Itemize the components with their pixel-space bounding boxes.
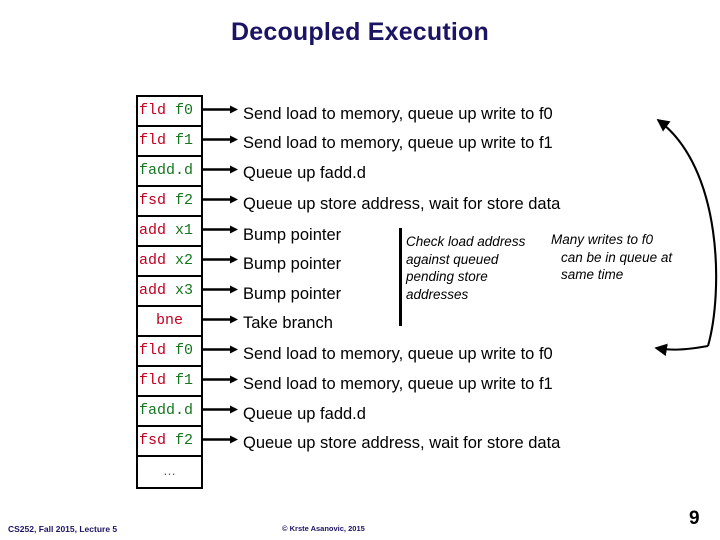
instruction-row: fadd.d: [138, 397, 201, 427]
description-line: Send load to memory, queue up write to f…: [243, 345, 553, 363]
instruction-row: bne: [138, 307, 201, 337]
instruction-register: f2: [166, 432, 194, 449]
instruction-opcode: add: [139, 282, 167, 299]
description-line: Send load to memory, queue up write to f…: [243, 134, 553, 152]
description-line: Queue up store address, wait for store d…: [243, 434, 561, 452]
instruction-opcode: fsd: [139, 432, 167, 449]
instruction-row: add x2: [138, 247, 201, 277]
flow-arrow-icon: [203, 284, 239, 295]
annotation-line: Many writes to f0: [551, 232, 654, 247]
description-line: Queue up fadd.d: [243, 405, 366, 423]
flow-arrow-icon: [203, 134, 239, 145]
instruction-opcode: fld: [139, 372, 167, 389]
instruction-register: x1: [166, 222, 194, 239]
flow-arrow-icon: [203, 104, 239, 115]
instruction-register: x3: [166, 282, 194, 299]
description-line: Bump pointer: [243, 226, 342, 244]
instruction-opcode: fld: [139, 342, 167, 359]
flow-arrow-icon: [203, 224, 239, 235]
instruction-opcode: fadd.d: [139, 402, 194, 419]
description-line: Queue up fadd.d: [243, 164, 366, 182]
flow-arrow-icon: [203, 164, 239, 175]
footer-course-label: CS252, Fall 2015, Lecture 5: [8, 524, 118, 534]
instruction-row: fld f1: [138, 127, 201, 157]
instruction-row: fsd f2: [138, 187, 201, 217]
flow-arrow-icon: [203, 344, 239, 355]
instruction-row: add x1: [138, 217, 201, 247]
annotation-many-writes: Many writes to f0 can be in queue at same …: [551, 231, 672, 284]
flow-arrow-icon: [203, 254, 239, 265]
description-line: Send load to memory, queue up write to f…: [243, 105, 553, 123]
page-number: 9: [689, 508, 700, 529]
annotation-line: pending store: [406, 269, 488, 284]
annotation-brace: [399, 228, 402, 326]
instruction-register: f1: [166, 132, 194, 149]
flow-arrow-icon: [203, 194, 239, 205]
description-line: Bump pointer: [243, 285, 342, 303]
instruction-opcode: add: [139, 222, 167, 239]
annotation-line: against queued: [406, 251, 499, 267]
instruction-row: fld f0: [138, 97, 201, 127]
instruction-register: f2: [166, 192, 194, 209]
annotation-line: can be in queue at: [561, 249, 673, 265]
instruction-register: f0: [166, 102, 194, 119]
page-title: Decoupled Execution: [230, 18, 489, 46]
instruction-register: f1: [166, 372, 194, 389]
instruction-row: add x3: [138, 277, 201, 307]
instruction-opcode: fld: [139, 132, 167, 149]
curved-double-arrow-icon: [654, 119, 718, 357]
instruction-opcode: add: [139, 252, 167, 269]
flow-arrow-icon: [203, 314, 239, 325]
flow-arrow-icon: [203, 404, 239, 415]
description-line: Bump pointer: [243, 255, 342, 273]
flow-arrow-icon: [203, 434, 239, 445]
instruction-opcode: bne: [155, 312, 183, 329]
instruction-row: fld f1: [138, 367, 201, 397]
annotation-line: Check load address: [406, 234, 526, 249]
instruction-opcode: fadd.d: [139, 162, 194, 179]
instruction-row: …: [163, 463, 176, 478]
instruction-row: fld f0: [138, 337, 201, 367]
instruction-register: f0: [166, 342, 194, 359]
instruction-register: x2: [166, 252, 194, 269]
instruction-row: fadd.d: [138, 157, 201, 187]
description-line: Queue up store address, wait for store d…: [243, 195, 561, 213]
description-line: Take branch: [243, 314, 333, 332]
description-line: Send load to memory, queue up write to f…: [243, 375, 553, 393]
instruction-row: fsd f2: [138, 427, 201, 457]
footer-copyright: © Krste Asanovic, 2015: [282, 524, 365, 533]
instruction-opcode: fsd: [139, 192, 167, 209]
flow-arrow-icon: [203, 374, 239, 385]
annotation-line: addresses: [406, 286, 469, 302]
annotation-check-load-address: Check load address against queued pending …: [406, 233, 525, 303]
annotation-line: same time: [561, 267, 624, 282]
instruction-opcode: fld: [139, 102, 167, 119]
